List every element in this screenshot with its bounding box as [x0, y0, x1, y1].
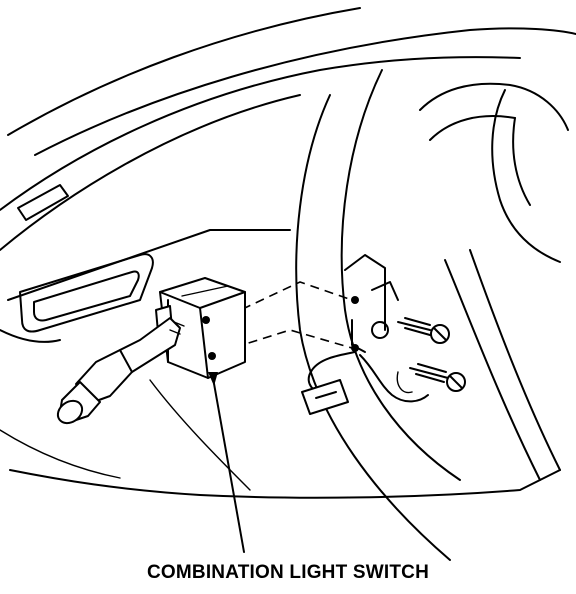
wiring-connector	[301, 379, 349, 415]
switch-lever-knob	[56, 381, 101, 425]
steering-wheel	[295, 69, 569, 561]
dashboard-outline	[0, 7, 576, 499]
component-label: COMBINATION LIGHT SWITCH	[146, 562, 430, 583]
mounting-screw-upper	[397, 317, 450, 344]
side-vent	[19, 253, 154, 333]
callout-pointer	[208, 372, 245, 553]
column-bracket	[344, 254, 399, 353]
mounting-screw-lower	[409, 363, 466, 392]
dash-vent-slot	[17, 184, 69, 221]
